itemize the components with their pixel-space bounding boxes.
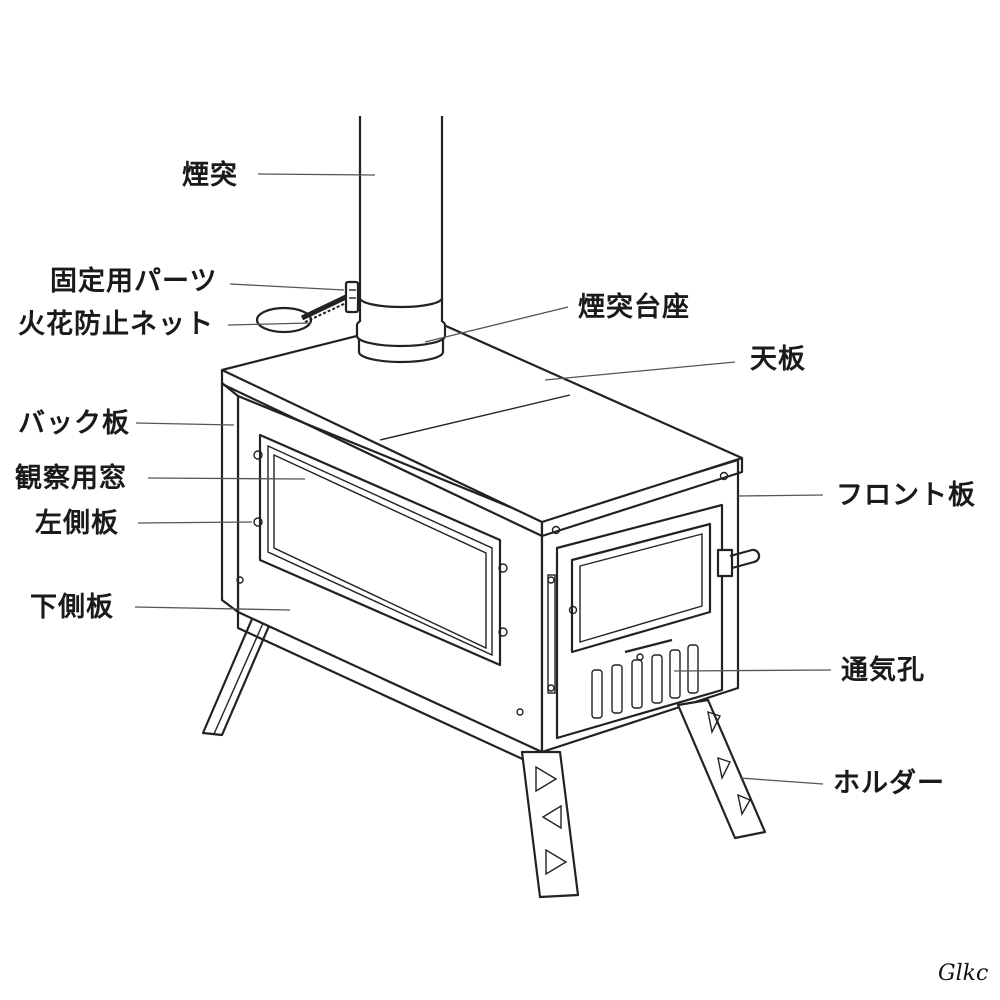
stove-body [220,316,744,770]
label-bottom-panel: 下側板 [30,592,114,623]
back-left-leg [201,610,277,737]
vent-slots [591,644,699,719]
chimney-pipe [358,116,444,324]
leader-lines [134,173,832,785]
label-fixing-parts: 固定用パーツ [50,265,217,297]
label-viewing-window: 観察用窓 [15,462,127,494]
label-holder: ホルダー [833,767,945,799]
label-back-panel: バック板 [18,408,130,439]
label-chimney-base: 煙突台座 [578,291,690,323]
front-door [547,471,761,740]
front-right-leg-holder [676,698,767,840]
label-front-panel: フロント板 [836,480,976,511]
label-spark-net: 火花防止ネット [18,309,214,340]
label-left-panel: 左側板 [35,508,119,539]
side-viewing-window [236,433,524,716]
label-top-panel: 天板 [750,344,806,375]
label-vents: 通気孔 [841,654,925,686]
front-left-leg [520,750,580,899]
spark-arrestor-net [255,294,348,334]
watermark: Glkc [938,961,988,986]
label-chimney: 煙突 [182,159,238,191]
fixing-parts [344,280,360,314]
